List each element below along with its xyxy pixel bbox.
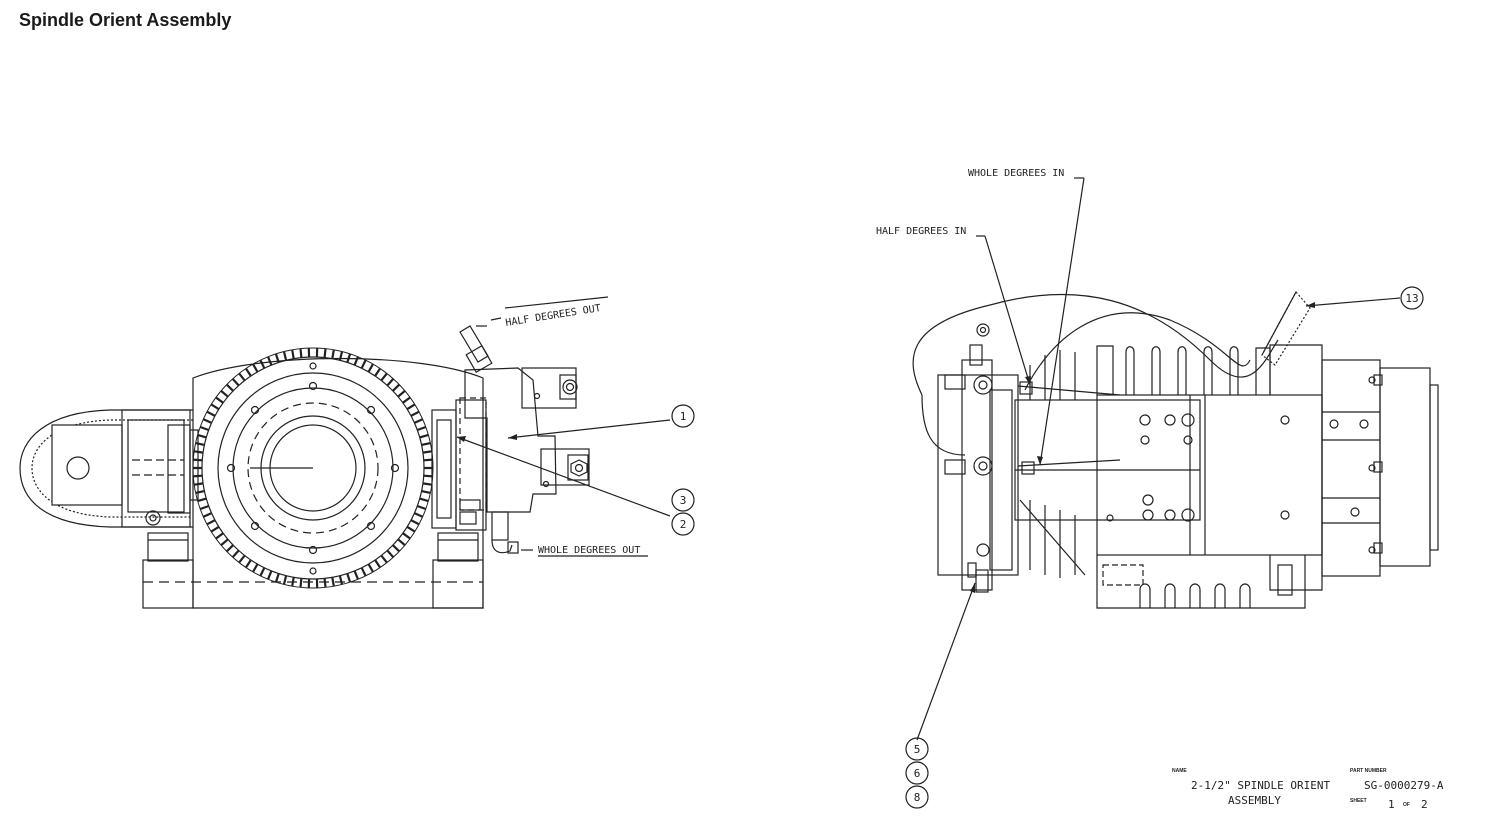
balloon-8: 8 — [914, 791, 921, 804]
sheet-label: SHEET — [1350, 798, 1367, 804]
balloon-3: 3 — [680, 494, 687, 507]
label-whole-degrees-out: WHOLE DEGREES OUT — [538, 545, 640, 556]
label-whole-degrees-in: WHOLE DEGREES IN — [968, 168, 1064, 179]
page-title: Spindle Orient Assembly — [19, 10, 232, 30]
gear-tooth-path — [193, 348, 433, 588]
title-block: NAME 2-1/2" SPINDLE ORIENT ASSEMBLY PART… — [1172, 768, 1444, 811]
assembly-name-line1: 2-1/2" SPINDLE ORIENT — [1191, 779, 1330, 792]
front-view — [19, 296, 671, 609]
balloons — [671, 286, 1424, 809]
balloon-6: 6 — [914, 767, 921, 780]
sheet-of: OF — [1403, 802, 1410, 808]
balloon-1: 1 — [680, 410, 687, 423]
sheet-total: 2 — [1421, 798, 1428, 811]
gear-tooth-set — [193, 348, 433, 588]
part-number-label: PART NUMBER — [1350, 768, 1387, 774]
part-number: SG-0000279-A — [1364, 779, 1444, 792]
assembly-name-line2: ASSEMBLY — [1228, 794, 1281, 807]
name-label: NAME — [1172, 768, 1187, 774]
balloon-13: 13 — [1405, 292, 1418, 305]
side-view — [912, 177, 1439, 741]
balloon-5: 5 — [914, 743, 921, 756]
label-half-degrees-in: HALF DEGREES IN — [876, 226, 966, 237]
sheet-number: 1 — [1388, 798, 1395, 811]
balloon-2: 2 — [680, 518, 687, 531]
gear-teeth — [192, 347, 434, 589]
